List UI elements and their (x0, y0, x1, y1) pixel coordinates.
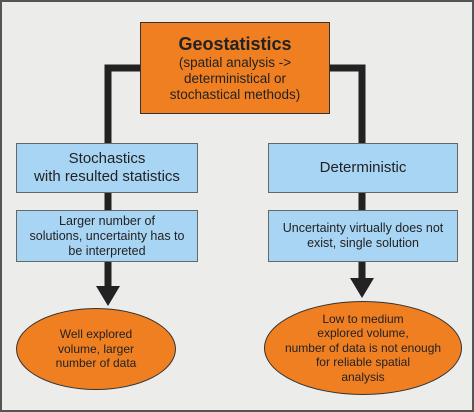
description-stochastics: Larger number of solutions, uncertainty … (16, 210, 198, 262)
description-line: be interpreted (68, 243, 146, 258)
outcome-line: number of data is not enough (284, 340, 442, 355)
root-subtitle-line: deterministical or (183, 71, 287, 86)
outcome-line: volume, larger (57, 341, 135, 356)
root-node-geostatistics: Geostatistics (spatial analysis -> deter… (140, 22, 330, 114)
description-line: exist, single solution (307, 236, 419, 250)
outcome-deterministic-oval: Low to medium explored volume, number of… (264, 301, 462, 395)
connector-root-left (104, 64, 140, 143)
outcome-line: analysis (341, 369, 385, 384)
category-deterministic: Deterministic (268, 143, 458, 193)
outcome-line: for reliable spatial (315, 355, 411, 370)
description-line: solutions, uncertainty has to (29, 228, 185, 243)
outcome-line: explored volume, (317, 326, 409, 341)
root-subtitle-line: (spatial analysis -> (178, 55, 292, 70)
category-stochastics: Stochastics with resulted statistics (16, 143, 198, 193)
description-line: Larger number of (59, 213, 155, 228)
description-deterministic: Uncertainty virtually does not exist, si… (268, 210, 458, 262)
category-label-line: with resulted statistics (34, 168, 180, 185)
root-subtitle-line: stochastical methods) (169, 87, 301, 102)
category-label-line: Deterministic (319, 159, 407, 176)
arrow-right-head (350, 278, 374, 298)
connector-root-right (330, 64, 366, 143)
description-line: Uncertainty virtually does not (282, 221, 444, 235)
outcome-line: number of data (55, 356, 137, 371)
root-title: Geostatistics (178, 34, 292, 54)
outcome-line: Low to medium (322, 311, 404, 326)
arrow-left-head (96, 286, 120, 306)
outcome-line: Well explored (59, 327, 133, 342)
category-label-line: Stochastics (68, 150, 146, 167)
outcome-stochastics-oval: Well explored volume, larger number of d… (16, 308, 176, 390)
